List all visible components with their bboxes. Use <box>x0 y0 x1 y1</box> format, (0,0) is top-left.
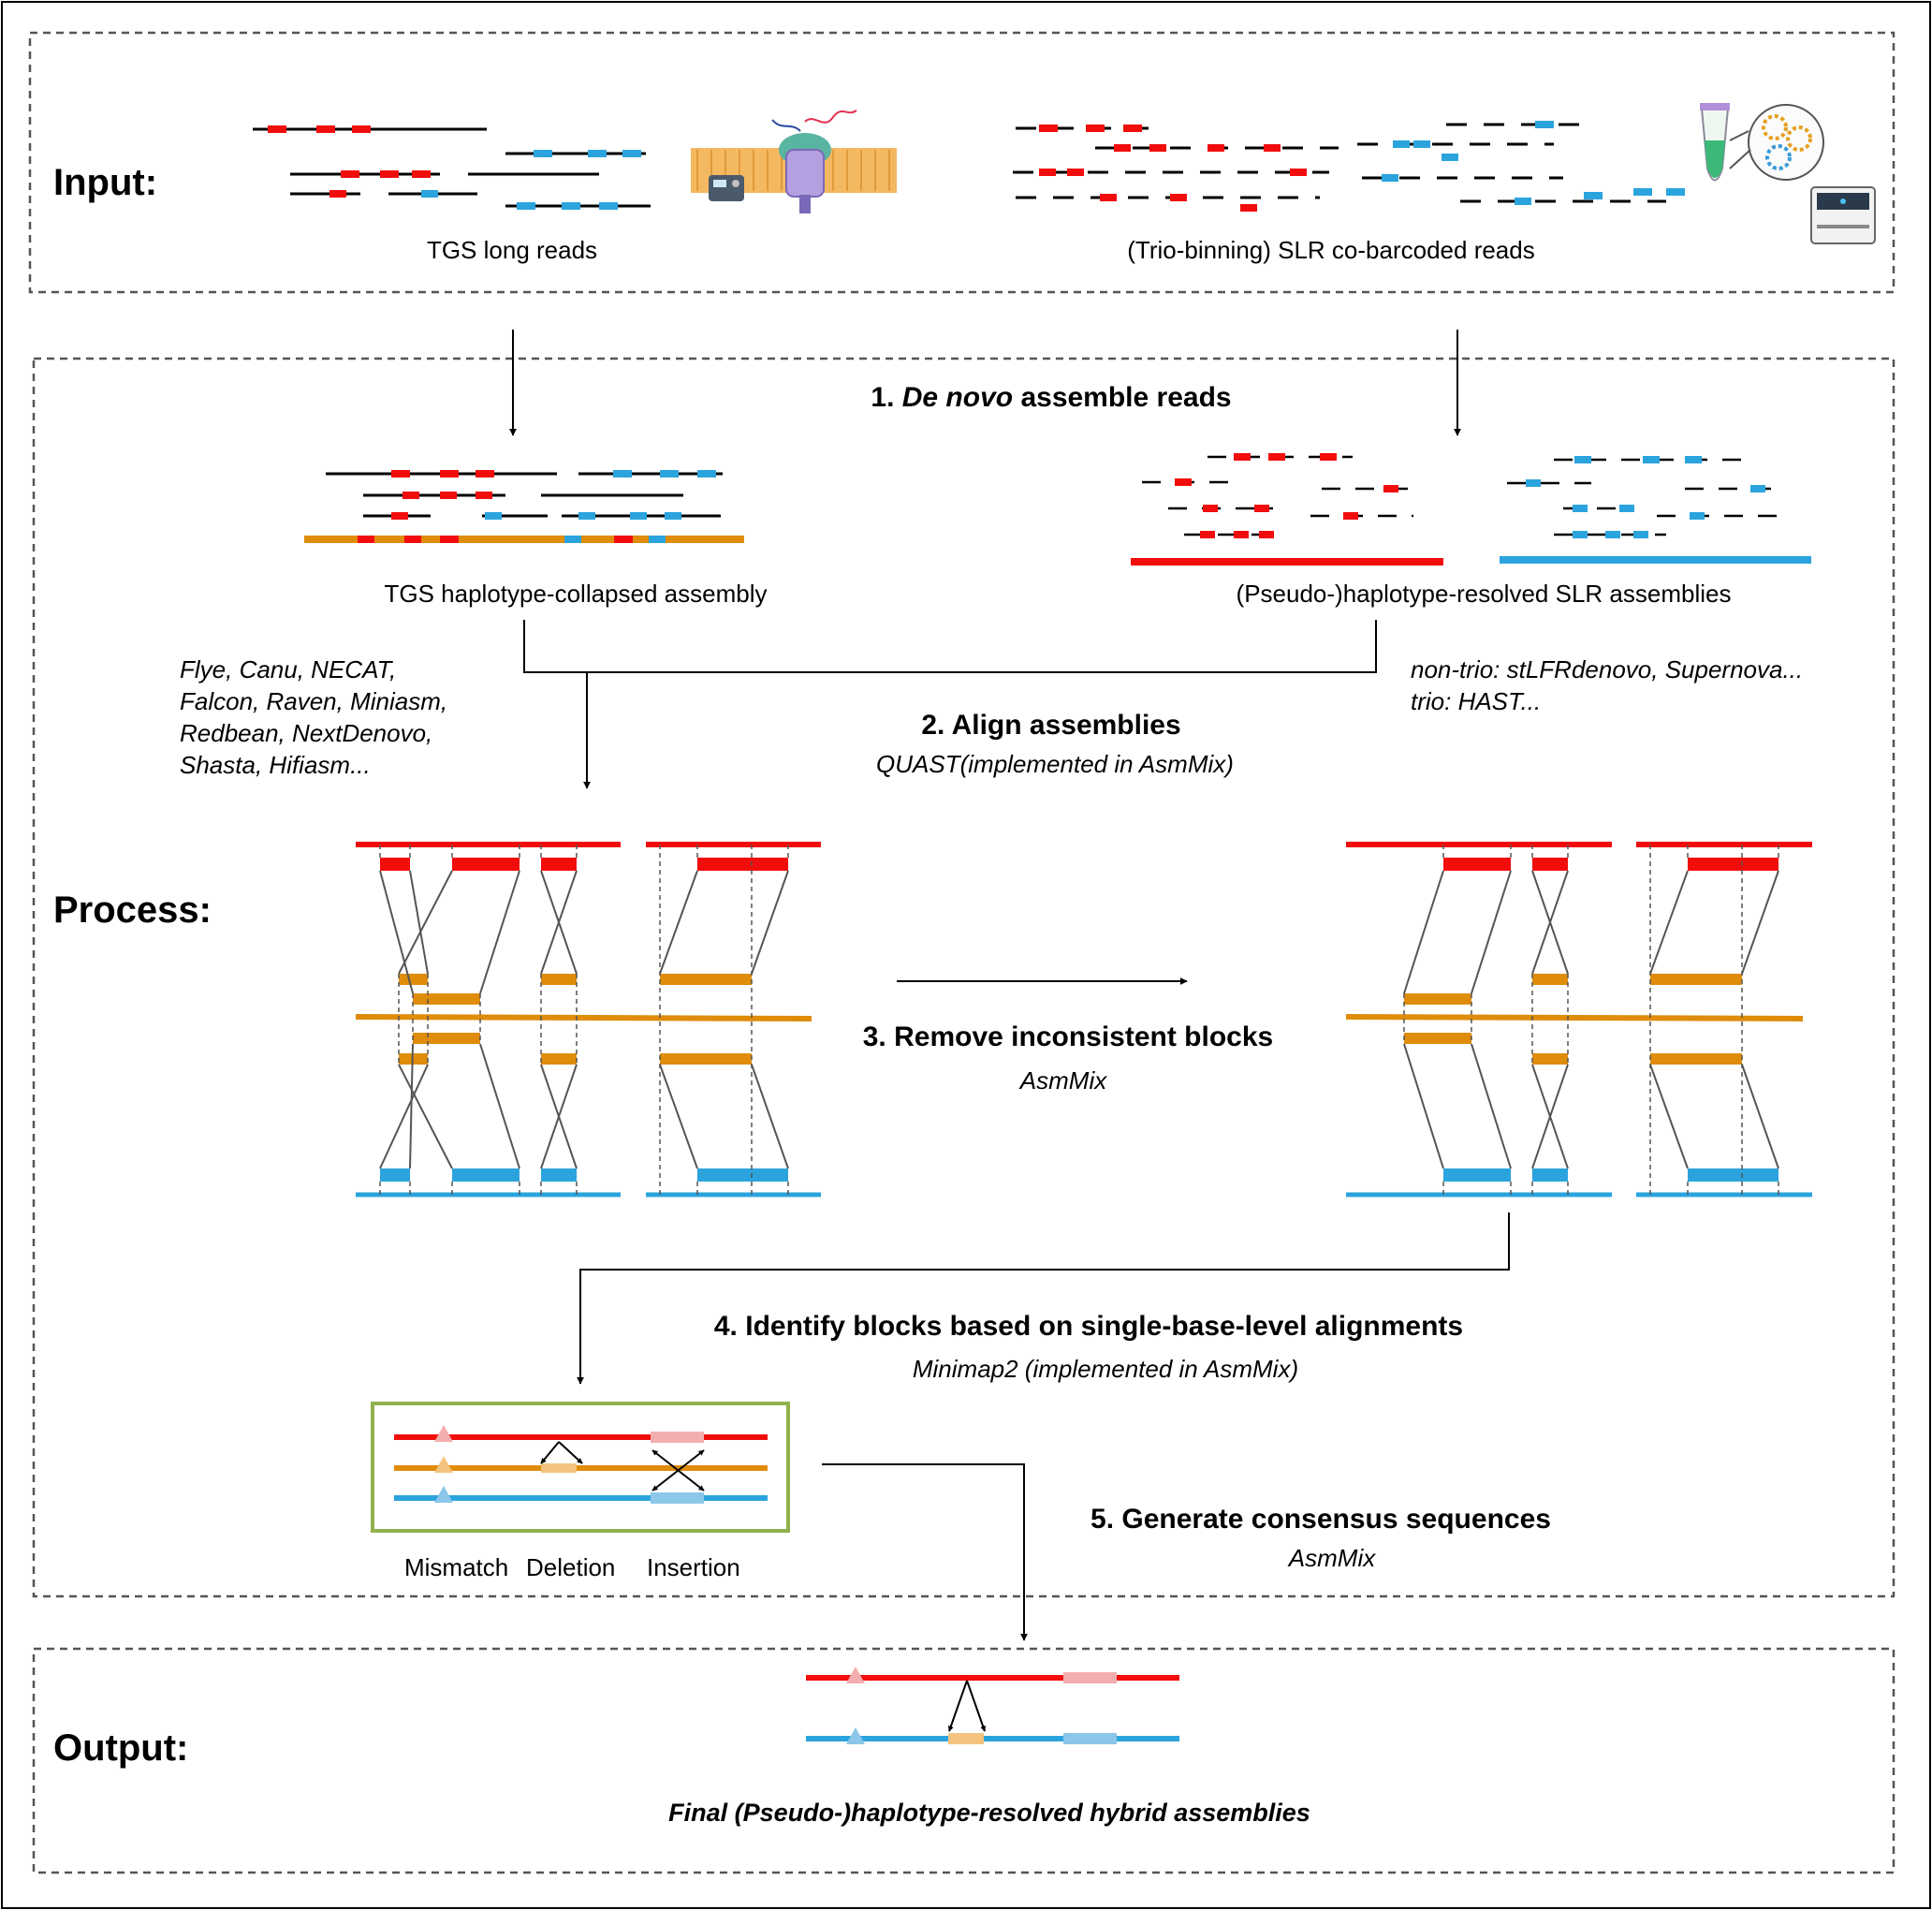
deletion-block <box>541 1463 577 1473</box>
step1-title: 1. De novo assemble reads <box>871 382 1231 413</box>
slr-reads-label: (Trio-binning) SLR co-barcoded reads <box>1127 236 1534 264</box>
slr-tools-line-2: trio: HAST... <box>1411 687 1541 715</box>
output-section-box <box>32 1647 1895 1874</box>
step3-tool: AsmMix <box>1018 1066 1107 1095</box>
sequencing-instrument-icon <box>1700 103 1876 244</box>
output-heading: Output: <box>53 1727 188 1769</box>
tgs-tool-list: Flye, Canu, NECAT, Falcon, Raven, Minias… <box>180 655 447 779</box>
mismatch-marker-orange <box>434 1456 453 1473</box>
final-assemblies-label: Final (Pseudo-)haplotype-resolved hybrid… <box>668 1799 1310 1827</box>
process-heading: Process: <box>53 889 212 931</box>
step2-title: 2. Align assemblies <box>921 710 1180 741</box>
connector-step1-to-step2 <box>523 620 1377 789</box>
alignment-before-filtering <box>355 842 821 1197</box>
step2-tool: QUAST(implemented in AsmMix) <box>876 750 1234 778</box>
step4-title: 4. Identify blocks based on single-base-… <box>714 1311 1463 1342</box>
variant-alignment-box <box>371 1402 790 1533</box>
input-heading: Input: <box>53 162 157 203</box>
tgs-long-reads-label: TGS long reads <box>427 236 597 264</box>
step3-title: 3. Remove inconsistent blocks <box>863 1021 1273 1052</box>
variant-type-labels: Mismatch Deletion Insertion <box>404 1553 740 1581</box>
tgs-tools-line-2: Falcon, Raven, Miniasm, <box>180 687 447 715</box>
insertion-block-red <box>651 1432 704 1443</box>
tgs-tools-line-1: Flye, Canu, NECAT, <box>180 655 396 683</box>
connector-step3-to-step4 <box>577 1212 1510 1385</box>
nanopore-icon <box>691 110 897 213</box>
insertion-block-blue <box>651 1492 704 1504</box>
connector-step4-to-output <box>822 1463 1028 1641</box>
step4-tool: Minimap2 (implemented in AsmMix) <box>913 1355 1298 1383</box>
mismatch-marker-blue <box>434 1486 453 1503</box>
input-section-box <box>28 31 1895 294</box>
label-deletion: Deletion <box>526 1553 615 1581</box>
tgs-assembly-label: TGS haplotype-collapsed assembly <box>385 580 768 608</box>
process-section-box <box>32 357 1895 1598</box>
slr-tool-list: non-trio: stLFRdenovo, Supernova... trio… <box>1411 655 1803 715</box>
tgs-long-reads <box>253 125 651 210</box>
step5-tool: AsmMix <box>1287 1544 1376 1572</box>
tgs-collapsed-assembly-graphic <box>304 470 744 543</box>
alignment-after-filtering <box>1345 842 1812 1197</box>
slr-resolved-assemblies-graphic <box>1131 453 1811 566</box>
tgs-tools-line-4: Shasta, Hifiasm... <box>180 751 371 779</box>
step5-title: 5. Generate consensus sequences <box>1090 1504 1551 1535</box>
slr-tools-line-1: non-trio: stLFRdenovo, Supernova... <box>1411 655 1803 683</box>
final-hybrid-assembly-graphic <box>806 1667 1179 1744</box>
slr-co-barcoded-reads <box>1013 121 1685 212</box>
slr-assembly-label: (Pseudo-)haplotype-resolved SLR assembli… <box>1237 580 1732 608</box>
label-mismatch: Mismatch <box>404 1553 508 1581</box>
label-insertion: Insertion <box>647 1553 740 1581</box>
mismatch-marker-red <box>434 1425 453 1442</box>
tgs-tools-line-3: Redbean, NextDenovo, <box>180 719 432 747</box>
